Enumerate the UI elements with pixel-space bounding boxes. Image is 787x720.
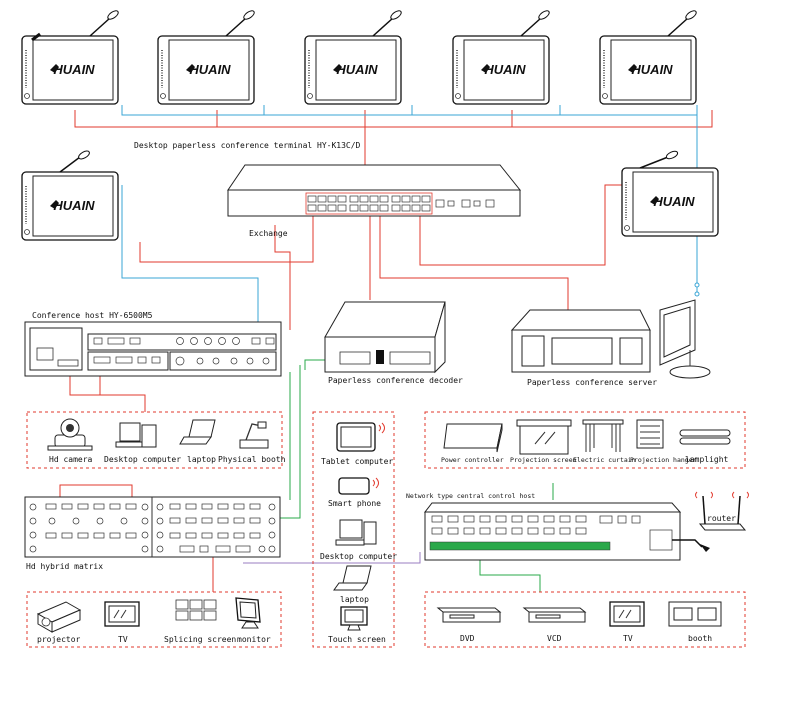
projector-icon <box>36 601 82 633</box>
tv-icon <box>104 601 140 627</box>
paperless-decoder <box>324 301 446 374</box>
booth-label: booth <box>688 634 712 643</box>
splicing-screen-label: Splicing screen <box>164 635 236 644</box>
conference-host <box>24 321 282 377</box>
projector-label: projector <box>37 635 81 644</box>
conference-terminal-1: HUAIN <box>21 32 119 105</box>
dvd-player-icon <box>436 607 502 623</box>
network-cables <box>59 105 713 592</box>
physical-booth-label: Physical booth <box>218 455 286 464</box>
conference-terminal-3: HUAIN <box>304 35 402 105</box>
conference-terminal-5: HUAIN <box>599 35 697 105</box>
electric-curtain-label: Electric curtain <box>573 456 636 464</box>
smartphone-label: Smart phone <box>328 499 381 508</box>
desktop-computer-icon <box>335 519 377 546</box>
splicing-screen-icon <box>175 599 217 621</box>
touch-screen-label: Touch screen <box>328 635 386 644</box>
tv-2-label: TV <box>623 634 633 643</box>
brand-logo: HUAIN <box>336 62 378 77</box>
brand-logo: HUAIN <box>53 62 95 77</box>
laptop-2-label: laptop <box>340 595 369 604</box>
paperless-server <box>510 299 711 379</box>
exchange-label: Exchange <box>249 229 288 238</box>
electric-curtain-icon <box>582 419 624 452</box>
hd-camera-label: Hd camera <box>49 455 93 464</box>
power-controller-label: Power controller <box>441 456 504 464</box>
conference-terminal-7: HUAIN <box>621 167 719 237</box>
tablet-label: Tablet computer <box>321 457 393 466</box>
smartphone-icon <box>338 477 379 495</box>
desktop-computer-icon <box>115 422 157 448</box>
conference-terminal-4: HUAIN <box>452 35 550 105</box>
hybrid-matrix-label: Hd hybrid matrix <box>26 562 103 571</box>
projection-screen-icon <box>516 419 572 455</box>
brand-logo: HUAIN <box>484 62 526 77</box>
projection-screen-label: Projection screen <box>510 456 577 464</box>
server-label: Paperless conference server <box>527 378 657 387</box>
conference-terminal-2: HUAIN <box>157 35 255 105</box>
brand-logo: HUAIN <box>53 198 95 213</box>
brand-logo: HUAIN <box>653 194 695 209</box>
microphone-icon <box>89 10 697 37</box>
central-control-label: Network type central control host <box>406 492 535 500</box>
client-devices-group <box>312 411 395 648</box>
tv-icon <box>609 601 645 627</box>
network-switch <box>227 164 522 217</box>
conference-terminal-6: HUAIN <box>21 171 119 241</box>
laptop-icon <box>179 419 216 445</box>
laptop-label: laptop <box>187 455 216 464</box>
vcd-label: VCD <box>547 634 562 643</box>
monitor-icon <box>235 597 261 629</box>
lamplight-label: lamplight <box>685 455 729 464</box>
conference-host-label: Conference host HY-6500M5 <box>32 311 153 320</box>
microphone-icon <box>59 150 679 173</box>
lamplight-icon <box>679 429 731 445</box>
router-icon <box>695 491 749 531</box>
input-devices-group <box>26 411 283 469</box>
vcd-player-icon <box>522 607 587 623</box>
desktop-computer-2-label: Desktop computer <box>320 552 397 561</box>
tv-label: TV <box>118 635 128 644</box>
hd-camera-icon <box>47 418 93 451</box>
physical-booth-icon <box>239 421 269 449</box>
dvd-label: DVD <box>460 634 475 643</box>
terminal-label: Desktop paperless conference terminal HY… <box>134 141 361 150</box>
brand-logo: HUAIN <box>631 62 673 77</box>
router-label: router <box>707 514 736 523</box>
controlled-devices-group <box>424 411 746 469</box>
central-control-host <box>423 502 710 561</box>
hybrid-matrix <box>24 496 281 558</box>
tablet-icon <box>336 422 385 452</box>
touch-screen-icon <box>340 606 368 631</box>
brand-logo: HUAIN <box>189 62 231 77</box>
av-devices-group <box>424 591 746 648</box>
network-endpoint-icon <box>694 282 700 297</box>
power-controller-icon <box>443 423 503 453</box>
desktop-computer-label: Desktop computer <box>104 455 181 464</box>
output-displays-group <box>26 591 282 648</box>
monitor-label: monitor <box>237 635 271 644</box>
decoder-label: Paperless conference decoder <box>328 376 463 385</box>
laptop-icon <box>333 565 372 591</box>
projection-hanger-icon <box>636 419 664 449</box>
projection-hanger-label: Projection hanger <box>630 456 697 464</box>
booth-icon <box>668 601 722 627</box>
